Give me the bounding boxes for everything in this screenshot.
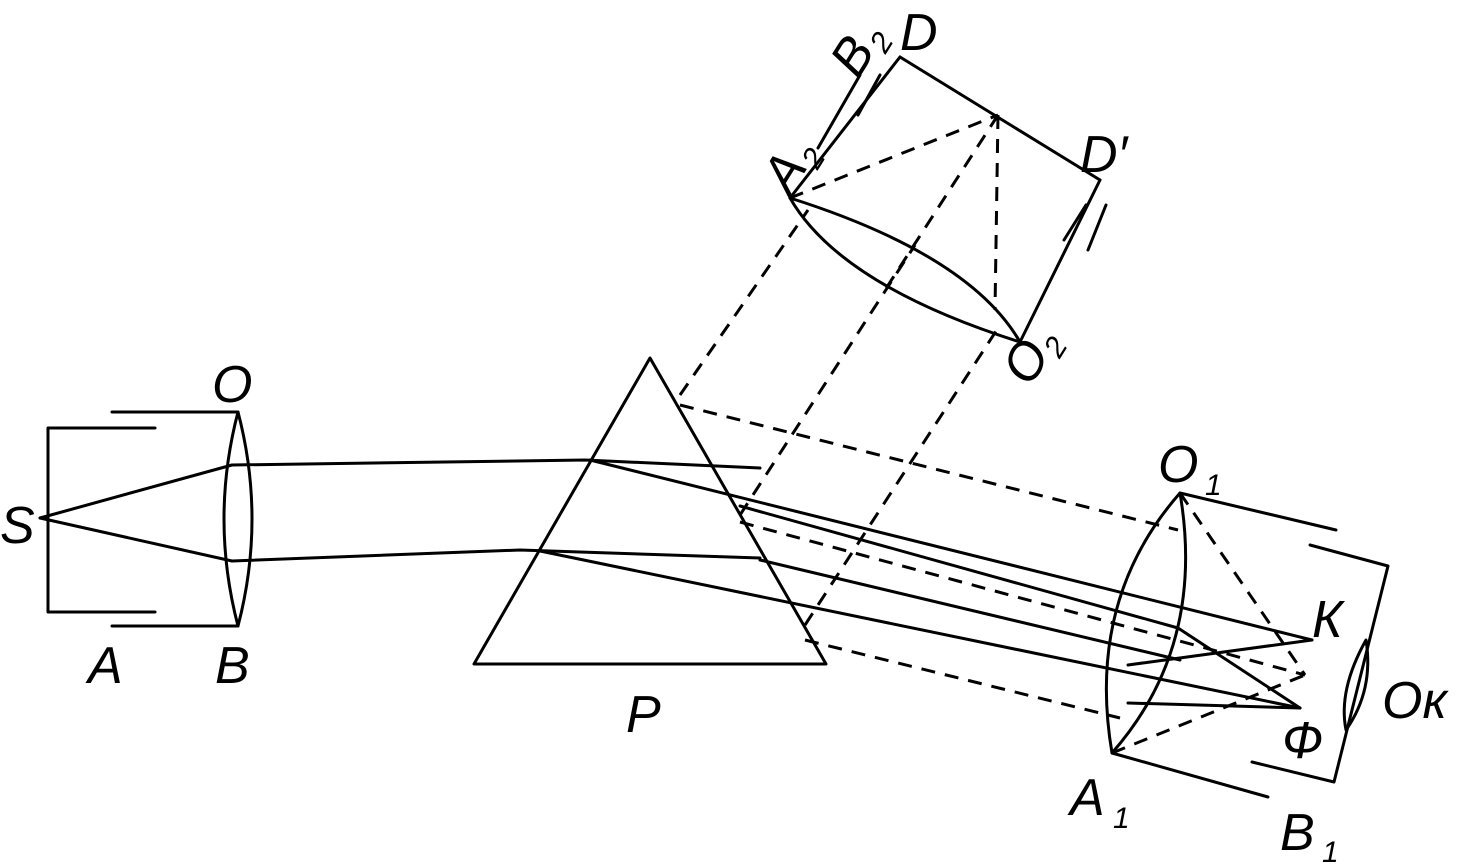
label-d-prime: D′ <box>1080 126 1130 184</box>
telescope-tube-top <box>1178 491 1338 532</box>
telescope-tube-bottom <box>1110 751 1270 799</box>
ray-source-upper <box>38 463 234 520</box>
telescope <box>1104 491 1390 799</box>
upper-slit-left-inner <box>856 73 882 117</box>
collimator <box>46 410 254 628</box>
label-d: D <box>900 4 938 62</box>
upper-lens <box>788 196 1022 344</box>
label-p: P <box>626 686 661 744</box>
upper-tube-top <box>898 55 1102 182</box>
ray-f-lower <box>538 549 1302 710</box>
dashed-construction <box>678 209 1307 755</box>
ray-converge-k <box>1126 638 1314 667</box>
dash-a1-focus <box>1111 673 1306 755</box>
dash-prism-o2 <box>803 324 1002 626</box>
label-o1: O <box>1158 436 1198 494</box>
label-a1: A <box>1067 769 1105 827</box>
upper-slit-right-inner <box>1062 203 1088 242</box>
dash-upper-a2-top <box>789 113 999 200</box>
dash-o1-focus <box>1178 492 1307 676</box>
ray-mid-upper <box>738 504 1180 630</box>
collimator-slit-frame <box>46 426 157 614</box>
label-b1: B <box>1280 804 1315 862</box>
dash-prism-focus <box>739 520 1306 677</box>
dash-upper-vertical <box>993 114 1000 311</box>
dash-upper-diag <box>883 114 1000 291</box>
label-b2-group: B 2 <box>819 26 901 86</box>
upper-slit-right <box>1086 203 1108 252</box>
upper-slit-left <box>816 73 862 150</box>
label-o2-group: O 2 <box>991 329 1075 394</box>
ray-parallel-upper <box>230 458 762 470</box>
upper-tube-right <box>1018 178 1102 344</box>
ray-cross-f <box>1176 626 1302 710</box>
eyepiece-frame <box>1250 543 1390 784</box>
label-a1-sub: 1 <box>1113 802 1130 835</box>
dash-prism-o1 <box>679 403 1179 532</box>
label-o1-sub: 1 <box>1205 469 1222 502</box>
upper-tube-left <box>788 55 902 200</box>
label-o: O <box>212 356 252 414</box>
eyepiece-lens <box>1342 638 1370 732</box>
label-a2-group: A 2 <box>749 142 832 205</box>
ray-source-lower <box>38 516 234 563</box>
label-a: A <box>85 637 123 695</box>
label-f: Ф <box>1282 712 1323 770</box>
upper-apparatus <box>788 55 1108 344</box>
ray-converge-f <box>1126 701 1302 710</box>
label-s: S <box>0 497 35 555</box>
labels: S O A B P O 1 К Ок Ф A 1 B 1 A 2 B 2 D D… <box>0 4 1449 867</box>
dash-prism-lens-mid <box>738 244 917 516</box>
collimator-lens <box>222 410 254 628</box>
dash-prism-a1 <box>804 638 1121 720</box>
ray-k-upper <box>588 458 1314 642</box>
dash-prism-a2 <box>678 209 810 396</box>
label-b: B <box>215 637 250 695</box>
label-ok: Ок <box>1382 672 1449 730</box>
label-k: К <box>1312 591 1346 649</box>
prism <box>472 356 828 666</box>
label-b1-sub: 1 <box>1322 836 1339 867</box>
ray-parallel-lower <box>230 548 762 563</box>
